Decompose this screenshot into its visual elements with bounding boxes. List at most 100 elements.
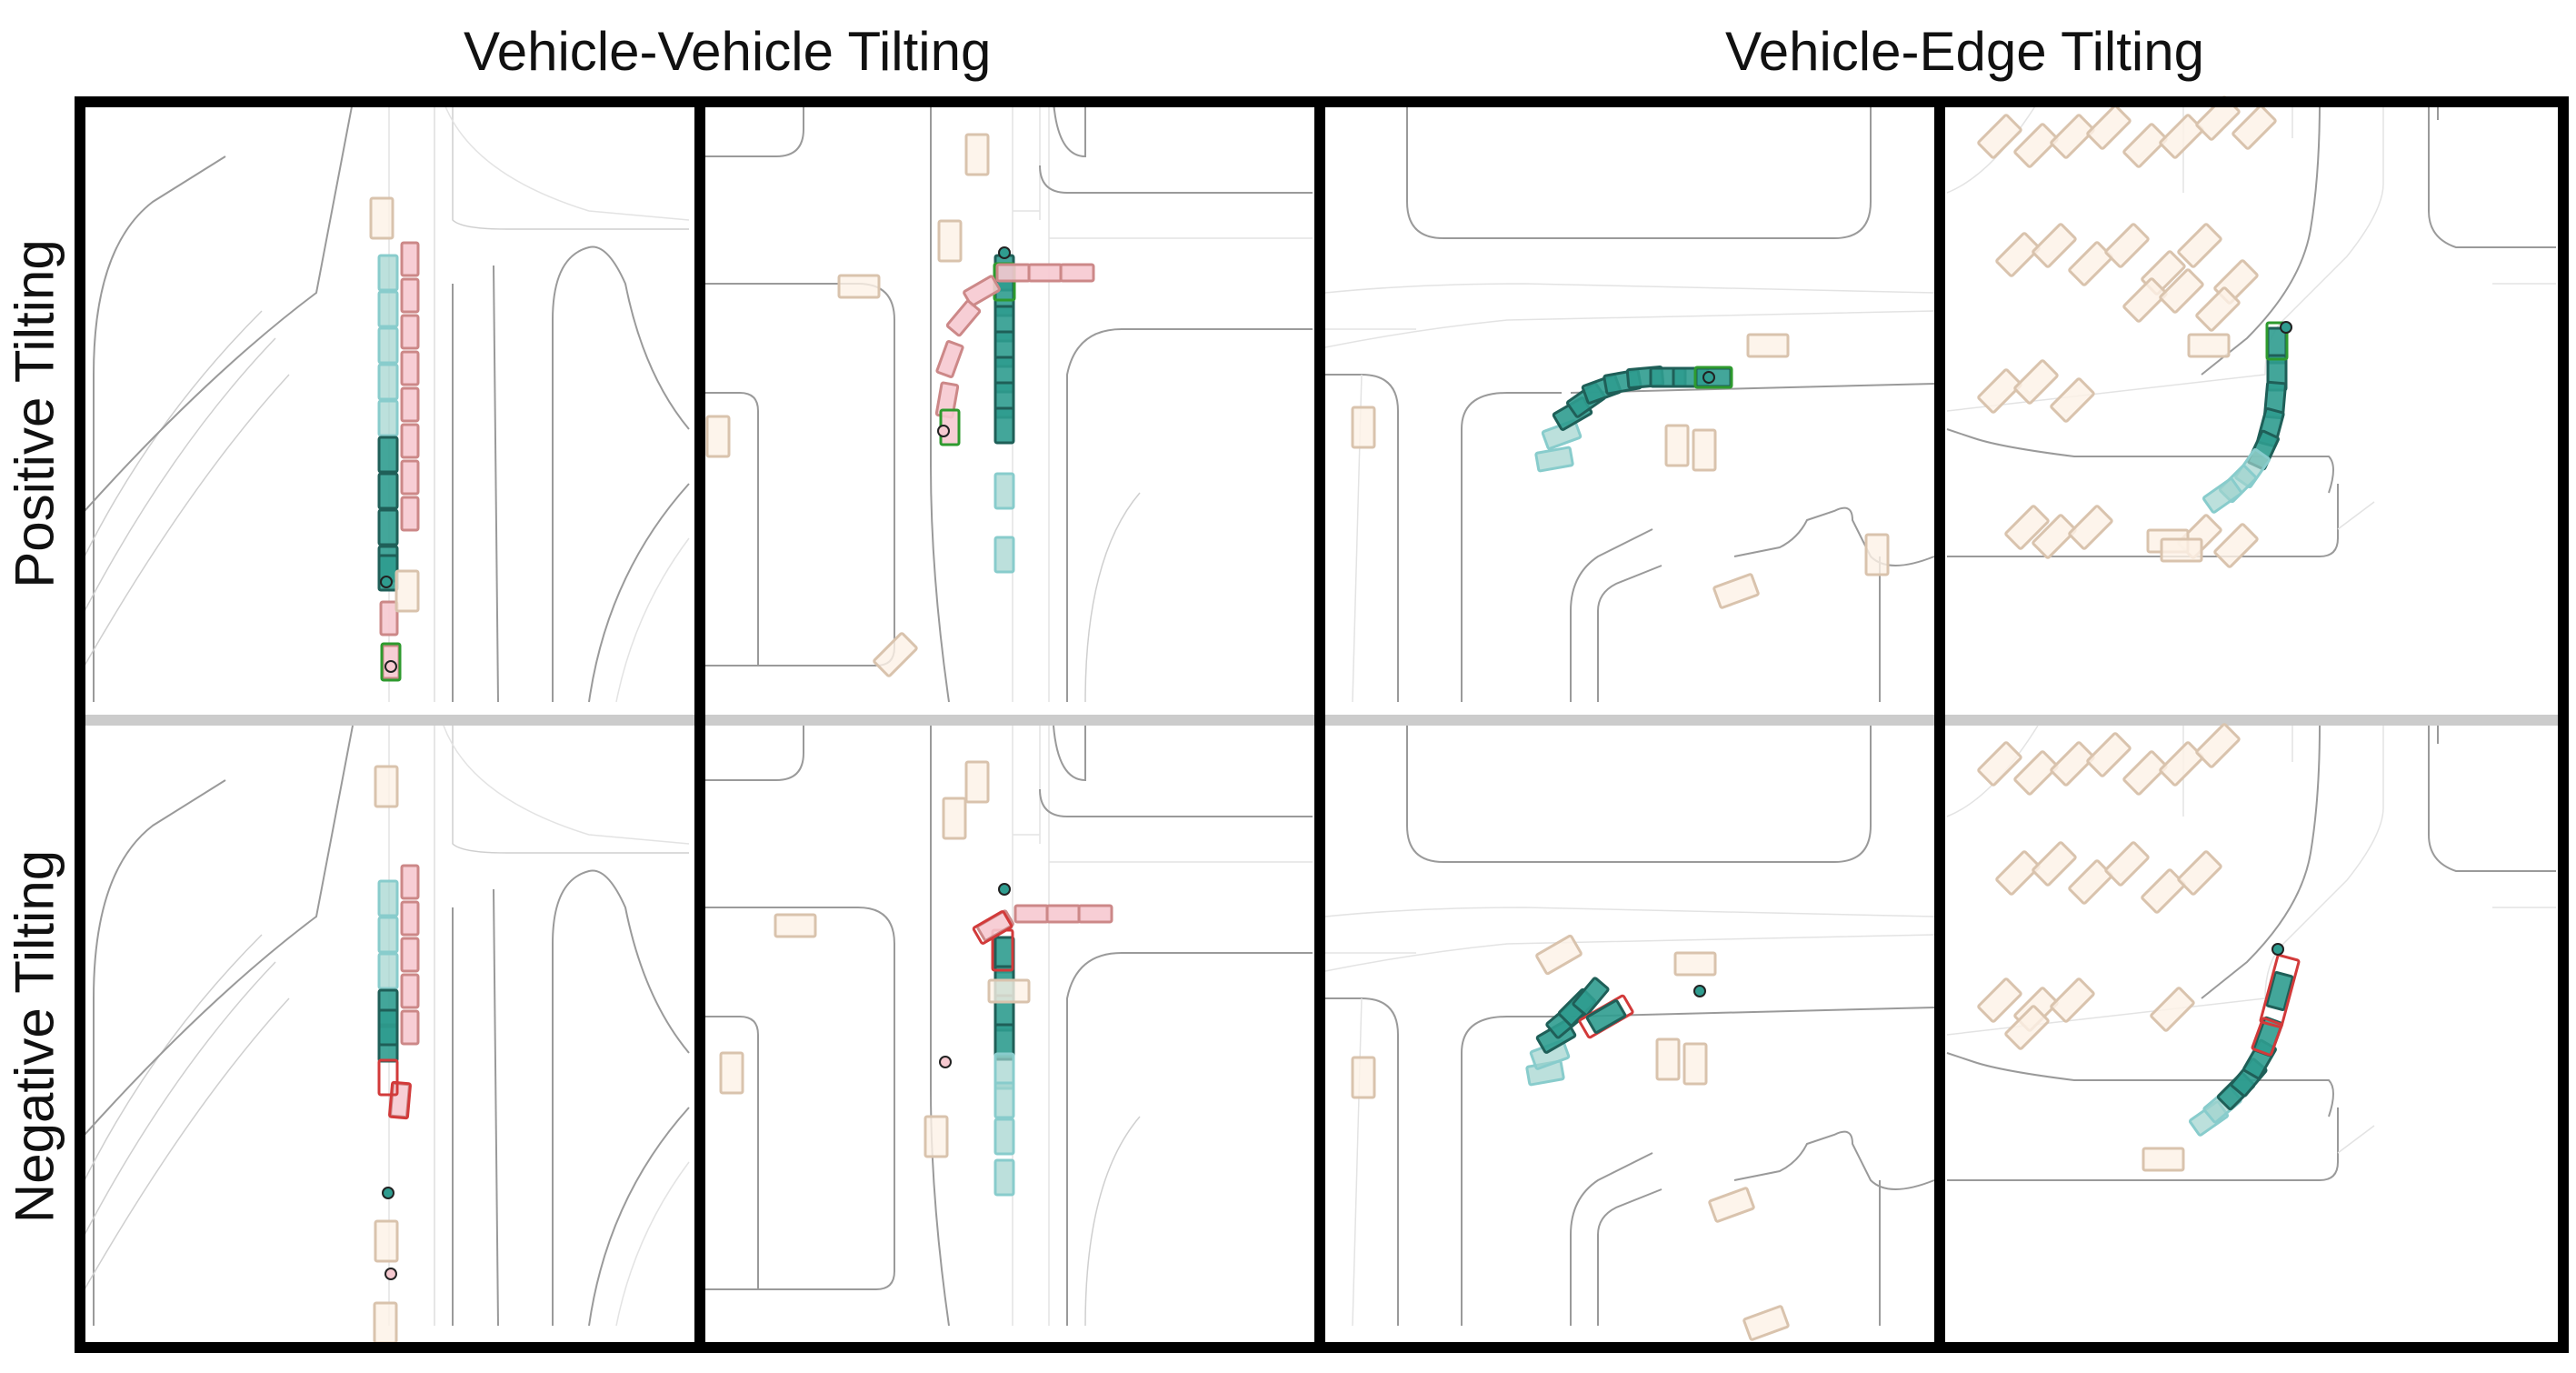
ego-vehicle [379, 292, 397, 326]
other-vehicle [997, 265, 1030, 281]
other-vehicle [402, 388, 418, 421]
parked-vehicle [2178, 851, 2222, 895]
ego-vehicle [379, 510, 397, 545]
parked-vehicle [375, 1221, 397, 1261]
parked-vehicle [2051, 978, 2094, 1022]
parked-vehicle [839, 276, 879, 297]
other-vehicle [936, 341, 963, 377]
parked-vehicle [2087, 105, 2131, 149]
ego-vehicle [1536, 447, 1573, 471]
parked-vehicle [1353, 407, 1374, 447]
ego-vehicle [995, 1083, 1013, 1117]
parked-vehicle [2142, 869, 2185, 913]
other-vehicle [402, 461, 418, 494]
goal-marker-icon [2272, 944, 2283, 955]
parked-vehicle [2189, 335, 2229, 356]
parked-vehicle [374, 1303, 396, 1343]
other-vehicle [402, 279, 418, 312]
other-vehicle [402, 975, 418, 1007]
other-vehicle [1079, 906, 1112, 922]
goal-marker-icon [999, 884, 1010, 895]
parked-vehicle [2196, 724, 2240, 767]
ego-vehicle [379, 365, 397, 399]
other-vehicle [1029, 265, 1062, 281]
other-vehicle [1047, 906, 1080, 922]
other-vehicle [381, 602, 397, 635]
parked-vehicle [2160, 742, 2203, 786]
ego-vehicle [379, 954, 397, 988]
parked-vehicle [1684, 1044, 1706, 1084]
ego-vehicle [995, 1160, 1013, 1195]
other-vehicle [402, 938, 418, 971]
parked-vehicle [2069, 506, 2112, 549]
parked-vehicle [2032, 842, 2076, 886]
parked-vehicle [1666, 426, 1688, 466]
ego-vehicle [379, 437, 397, 472]
parked-vehicle [2051, 378, 2094, 422]
ego-vehicle [2266, 972, 2292, 1010]
goal-marker-icon [381, 576, 392, 587]
goal-marker-icon [385, 661, 396, 672]
ego-vehicle [995, 408, 1013, 443]
parked-vehicle [944, 798, 965, 838]
goal-marker-icon [999, 247, 1010, 258]
parked-vehicle [1709, 1188, 1754, 1222]
other-vehicle [402, 1011, 418, 1044]
parked-vehicle [396, 571, 418, 611]
parked-vehicle [2069, 242, 2112, 286]
parked-vehicle [1748, 335, 1788, 356]
parked-vehicle [2105, 224, 2149, 267]
parked-vehicle [966, 762, 988, 802]
parked-vehicle [2160, 115, 2203, 158]
goal-marker-icon [938, 426, 949, 436]
other-vehicle [402, 425, 418, 457]
parked-vehicle [2069, 860, 2112, 904]
parked-vehicle [2014, 360, 2058, 404]
parked-vehicle [721, 1053, 743, 1093]
parked-vehicle [874, 633, 917, 676]
parked-vehicle [1743, 1306, 1789, 1340]
other-vehicle [402, 352, 418, 385]
other-vehicle [390, 1083, 409, 1117]
ego-vehicle [379, 1010, 397, 1045]
parked-vehicle [966, 135, 988, 175]
parked-vehicle [925, 1117, 947, 1157]
parked-vehicle [989, 980, 1029, 1002]
parked-vehicle [1866, 535, 1888, 575]
other-vehicle [402, 497, 418, 530]
parked-vehicle [371, 198, 393, 238]
other-vehicle [1061, 265, 1093, 281]
other-vehicle [947, 300, 981, 336]
goal-marker-icon [1694, 986, 1705, 997]
ego-vehicle [995, 1119, 1013, 1154]
goal-marker-icon [385, 1268, 396, 1279]
other-vehicle [402, 316, 418, 348]
ego-vehicle [2203, 478, 2242, 513]
ego-vehicle [379, 401, 397, 436]
parked-vehicle [939, 221, 961, 261]
ego-vehicle [379, 917, 397, 952]
parked-vehicle [2151, 987, 2194, 1031]
other-vehicle [1015, 906, 1048, 922]
parked-vehicle [2032, 224, 2076, 267]
parked-vehicle [707, 416, 729, 456]
parked-vehicle [1353, 1057, 1374, 1097]
ego-vehicle [379, 881, 397, 916]
other-vehicle [402, 902, 418, 935]
other-vehicle [402, 866, 418, 898]
parked-vehicle [1693, 430, 1715, 470]
goal-marker-icon [1703, 372, 1714, 383]
ego-vehicle [379, 328, 397, 363]
parked-vehicle [2087, 733, 2131, 777]
ego-vehicle [379, 256, 397, 290]
goal-marker-icon [2281, 322, 2291, 333]
parked-vehicle [1536, 936, 1582, 975]
goal-marker-icon [940, 1057, 951, 1067]
parked-vehicle [1675, 953, 1715, 975]
parked-vehicle [375, 767, 397, 807]
parked-vehicle [1657, 1039, 1679, 1079]
parked-vehicle [2105, 842, 2149, 886]
ego-vehicle [995, 537, 1013, 572]
other-vehicle [402, 243, 418, 276]
